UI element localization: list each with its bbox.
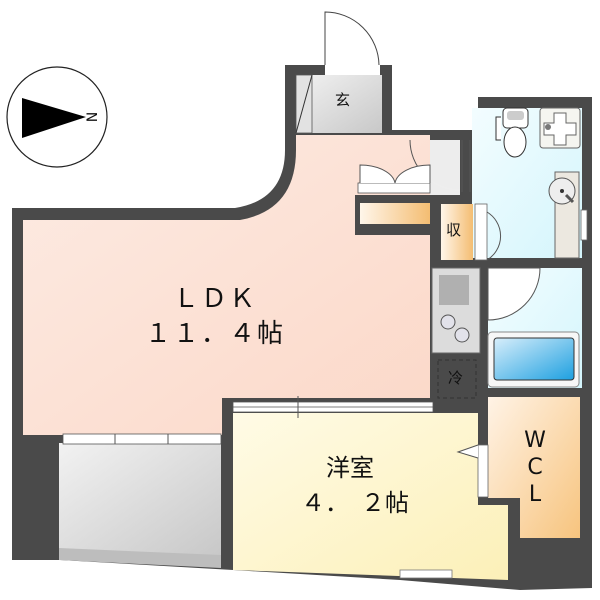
western-size: ４． ２帖 bbox=[301, 489, 409, 517]
balcony bbox=[59, 433, 222, 568]
western-name: 洋室 bbox=[326, 454, 374, 482]
room-western bbox=[233, 413, 508, 580]
room-ldk bbox=[23, 135, 430, 435]
storage-label: 収 bbox=[446, 221, 462, 239]
fridge-label: 冷 bbox=[448, 369, 464, 387]
vanity-sink-icon bbox=[548, 171, 588, 259]
wcl-label-w: W bbox=[524, 428, 546, 453]
washer-pan-icon bbox=[539, 107, 581, 149]
sliding-door[interactable] bbox=[232, 396, 434, 418]
compass-label: N bbox=[85, 111, 102, 123]
compass-icon bbox=[6, 66, 108, 168]
ldk-size: １１．４帖 bbox=[144, 319, 285, 349]
bathtub-icon bbox=[487, 331, 580, 388]
room-genkan bbox=[295, 74, 382, 134]
genkan-label: 玄 bbox=[335, 91, 351, 109]
toilet-icon bbox=[495, 107, 529, 158]
wcl-label-c: C bbox=[527, 455, 543, 480]
room-wcl bbox=[488, 397, 580, 538]
shoe-closet[interactable] bbox=[357, 164, 431, 224]
fridge-space bbox=[437, 359, 477, 399]
room-storage bbox=[441, 204, 473, 260]
entrance-door[interactable] bbox=[324, 11, 380, 75]
ldk-name: ＬＤＫ bbox=[172, 284, 257, 314]
kitchen-counter bbox=[431, 267, 481, 354]
wcl-label-l: L bbox=[528, 482, 542, 507]
